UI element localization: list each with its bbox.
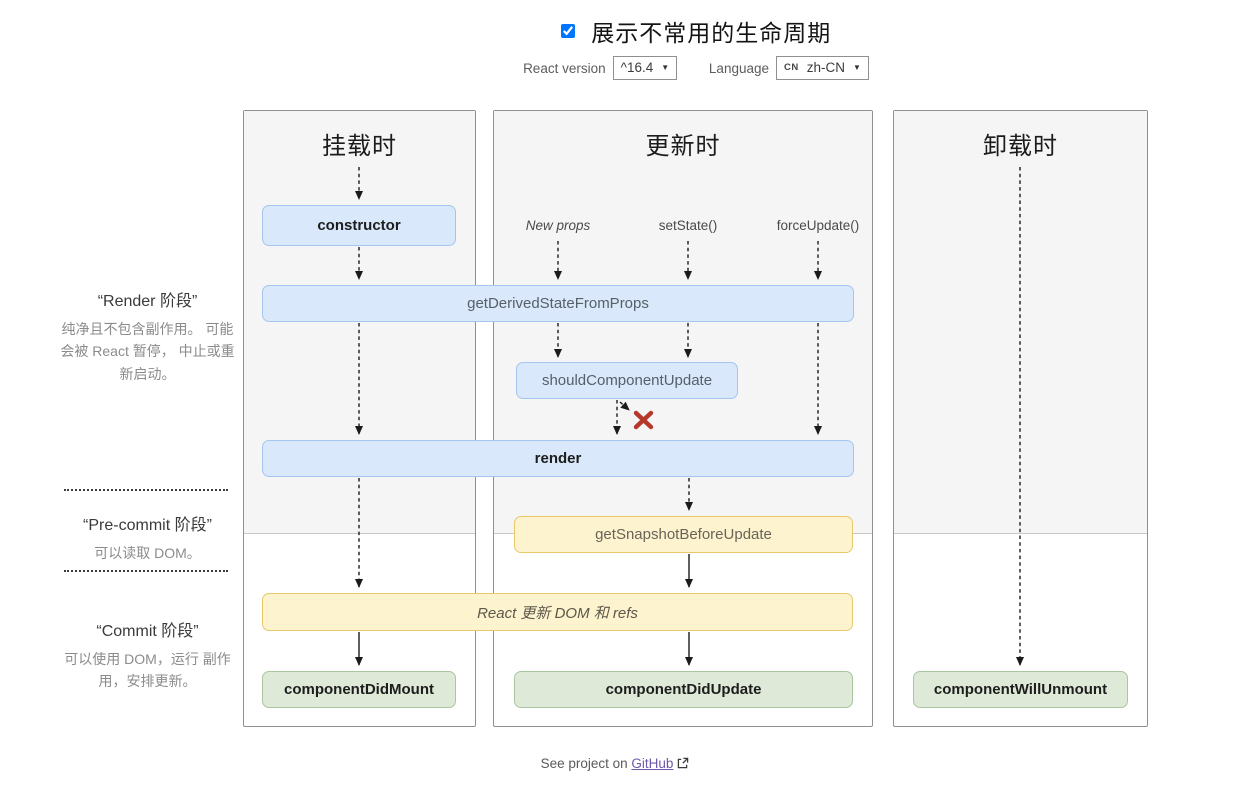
mounting-column-title: 挂载时 (322, 133, 397, 160)
react-updates-dom-box: React 更新 DOM 和 refs (262, 593, 853, 631)
constructor-box[interactable]: constructor (262, 205, 456, 246)
forceupdate-label: forceUpdate() (776, 218, 860, 233)
getderivedstatefromprops-box[interactable]: getDerivedStateFromProps (262, 285, 854, 322)
cn-flag-icon: CN (784, 62, 799, 73)
render-phase-note: “Render 阶段” 纯净且不包含副作用。 可能会被 React 暂停， 中止… (55, 287, 240, 385)
footer-text: See project on (540, 756, 628, 771)
new-props-label: New props (525, 218, 591, 233)
language-group: Language CN zh-CN ▼ (709, 56, 869, 80)
language-label: Language (708, 60, 769, 76)
react-version-label: React version (523, 60, 606, 76)
language-value: zh-CN (806, 60, 845, 75)
external-link-icon (678, 757, 689, 769)
commit-phase-name: “Commit 阶段” (96, 623, 199, 640)
chevron-down-icon: ▼ (661, 63, 670, 72)
pre-commit-phase-desc: 可以读取 DOM。 (94, 545, 201, 561)
render-box[interactable]: render (262, 440, 854, 477)
controls-row: React version ^16.4 ▼ Language CN zh-CN … (243, 56, 1149, 80)
unmounting-column (893, 110, 1148, 727)
react-version-select[interactable]: ^16.4 ▼ (612, 56, 678, 80)
phase-divider (64, 489, 228, 491)
commit-phase-note: “Commit 阶段” 可以使用 DOM，运行 副作用，安排更新。 (55, 617, 240, 693)
pre-commit-phase-note: “Pre-commit 阶段” 可以读取 DOM。 (55, 511, 240, 564)
componentdidmount-box[interactable]: componentDidMount (262, 671, 456, 708)
mounting-column (243, 110, 476, 727)
componentdidupdate-box[interactable]: componentDidUpdate (514, 671, 853, 708)
show-uncommon-lifecycles-checkbox[interactable] (560, 24, 575, 38)
render-phase-background (894, 111, 1147, 534)
getsnapshotbeforeupdate-box[interactable]: getSnapshotBeforeUpdate (514, 516, 853, 553)
setstate-label: setState() (658, 218, 718, 233)
updating-column (493, 110, 873, 727)
render-phase-name: “Render 阶段” (97, 293, 198, 310)
page-title-row: 展示不常用的生命周期 (243, 14, 1149, 48)
componentwillunmount-box[interactable]: componentWillUnmount (913, 671, 1128, 708)
commit-phase-desc: 可以使用 DOM，运行 副作用，安排更新。 (64, 651, 231, 690)
react-version-value: ^16.4 (620, 60, 654, 75)
unmounting-column-title: 卸载时 (983, 133, 1058, 160)
chevron-down-icon: ▼ (853, 63, 861, 72)
updating-column-title: 更新时 (645, 133, 721, 160)
react-version-group: React version ^16.4 ▼ (523, 56, 678, 80)
phase-divider (64, 570, 228, 572)
page-title: 展示不常用的生命周期 (591, 20, 832, 46)
shouldcomponentupdate-box[interactable]: shouldComponentUpdate (516, 362, 738, 399)
render-phase-desc: 纯净且不包含副作用。 可能会被 React 暂停， 中止或重新启动。 (60, 321, 235, 382)
github-link[interactable]: GitHub (631, 756, 674, 771)
pre-commit-phase-name: “Pre-commit 阶段” (83, 517, 212, 534)
language-select[interactable]: CN zh-CN ▼ (776, 56, 869, 80)
footer: See project on GitHub (0, 756, 1230, 771)
